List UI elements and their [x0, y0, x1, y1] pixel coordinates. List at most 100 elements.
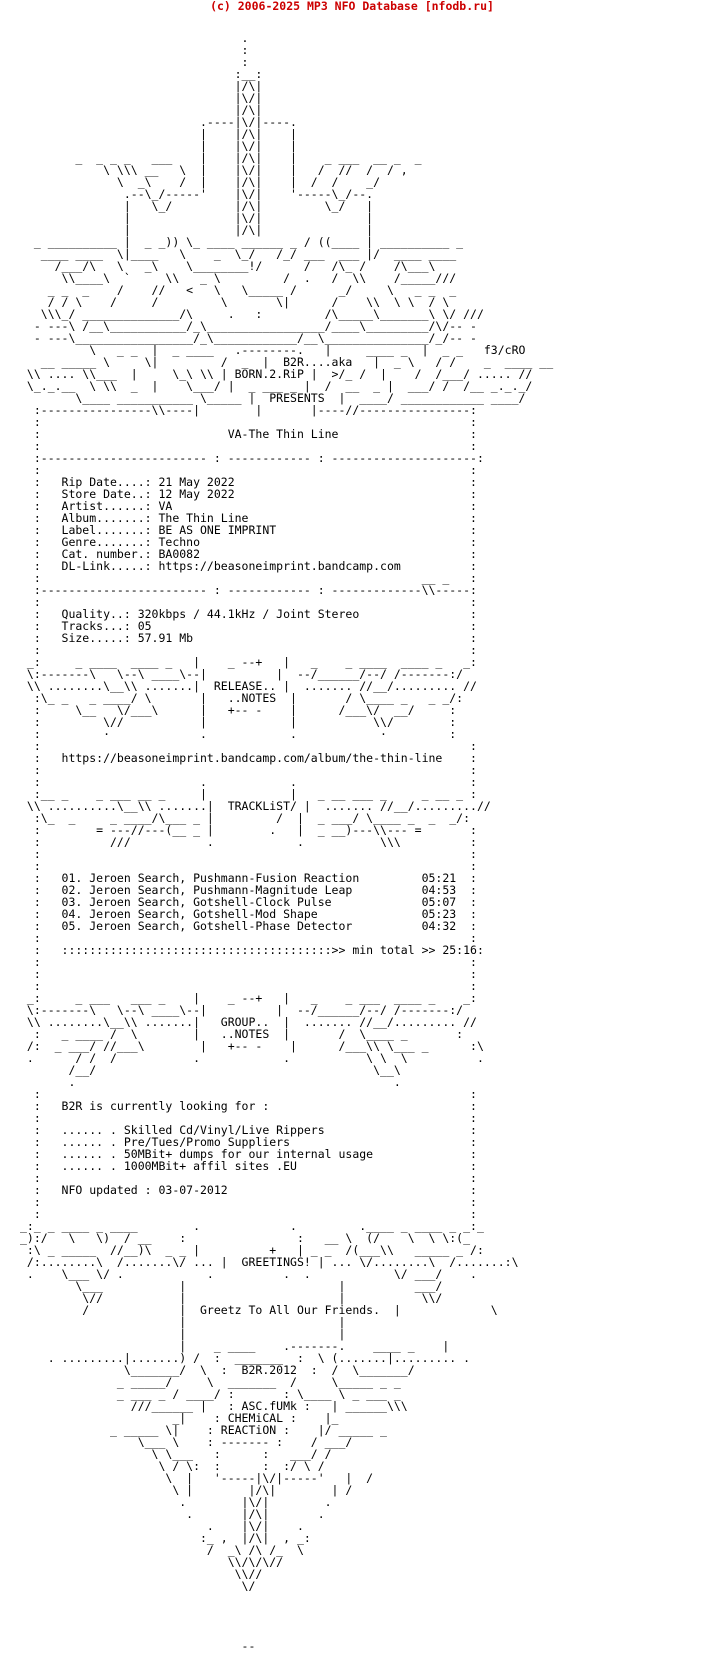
nfo-line: : 01. Jeroen Search, Pushmann-Fusion Rea…: [20, 871, 477, 885]
nfo-line: |/\|: [20, 103, 263, 117]
nfo-line: \\//: [20, 1567, 263, 1581]
nfo-line: \___ \ : ------- : / ___/: [20, 1435, 353, 1449]
nfo-line: : :: [20, 931, 477, 945]
nfo-line: : :: [20, 1171, 477, 1185]
nfo-line: \ \___ : : ___/ /: [20, 1447, 332, 1461]
nfo-line: __ _____ \ \| / _ | B2R....aka | _ \ / /…: [20, 355, 554, 369]
nfo-line: : :: [20, 967, 477, 981]
nfo-line: : 04. Jeroen Search, Gotshell-Mod Shape …: [20, 907, 477, 921]
nfo-line: _: _ ____ ____ _ | _ --+ | _ _ ____ ____…: [20, 655, 477, 669]
nfo-line: _| : CHEMiCAL : |_: [20, 1411, 339, 1425]
nfo-line: ____ ____ \|____ \ _ \_/ /_/ ___ ___ |/ …: [20, 247, 457, 261]
nfo-line: \_._.__ \ \\ _ | \___/ | _ ___ _ | / __ …: [20, 379, 533, 393]
nfo-line: : \__ \/___\ | +-- - | /___\/ __/ :: [20, 703, 457, 717]
nfo-line: : ...... . Pre/Tues/Promo Suppliers :: [20, 1135, 477, 1149]
nfo-line: \ | |/\| | /: [20, 1483, 353, 1497]
nfo-line: : ...... . 50MBit+ dumps for our interna…: [20, 1147, 477, 1161]
nfo-line: : :: [20, 1087, 477, 1101]
nfo-line: \:-------\ \--\ ____\--| | --/______/--/…: [20, 1003, 464, 1017]
nfo-line: [20, 1616, 553, 1628]
nfo-line: | _ ____ .-------. ____ _ |: [20, 1339, 450, 1353]
nfo-line: : :: [20, 595, 477, 609]
nfo-line: :: [20, 43, 249, 57]
nfo-line: - ---\_________________/_\____________/_…: [20, 331, 477, 345]
nfo-line: \ \\\ __ \ | |\/| | / // / / ,: [20, 163, 408, 177]
nfo-line: | \_/ |/\| \_/ |: [20, 199, 374, 213]
nfo-line: : _ ____ / \ | ..NOTES | / \____ _ :: [20, 1027, 464, 1041]
nfo-line: :\_ _ _ ____/\___ _ | / | _ ___/ \____ _…: [20, 811, 471, 825]
nfo-line: : :: [20, 763, 477, 777]
nfo-line: \\ .... \\___ | \_\ \\ | BORN.2.RiP | >/…: [20, 367, 533, 381]
nfo-line: _ __________ | _ _)) \_ ____ ______ _ / …: [20, 235, 464, 249]
nfo-line: / | Greetz To All Our Friends. | \: [20, 1303, 498, 1317]
nfo-line: : Genre.......: Techno :: [20, 535, 477, 549]
nfo-line: : :: [20, 979, 477, 993]
nfo-line: . / / / . . \ \ \ .: [20, 1051, 484, 1065]
nfo-line: /__/ \__\: [20, 1063, 401, 1077]
nfo-line: . .........|.......) / : _______ : \ (..…: [20, 1351, 471, 1365]
nfo-line: .--\_/-----' |\/| '-----\_/--.: [20, 187, 374, 201]
nfo-line: : \// | | \\/ :: [20, 715, 457, 729]
nfo-line: \:-------\ \--\ ____\--| | --/______/--/…: [20, 667, 464, 681]
nfo-line: : /// . . \\\ :: [20, 835, 477, 849]
nfo-line: : NFO updated : 03-07-2012 :: [20, 1183, 477, 1197]
nfo-line: _ _ _ _ ___ | |/\| | _ ___ __ _ _: [20, 151, 422, 165]
nfo-line: . |\/| .: [20, 1519, 304, 1533]
nfo-line: : 05. Jeroen Search, Gotshell-Phase Dete…: [20, 919, 477, 933]
nfo-line: \ _ _ | _ ____ .--------. | ____ _ | _ _…: [20, 343, 526, 357]
nfo-line: :: [20, 55, 249, 69]
nfo-line: :------------------------ : ------------…: [20, 583, 477, 597]
nfo-line: .: [20, 31, 249, 45]
nfo-line: / / \ / / \ \| / \\ \ \ / \: [20, 295, 450, 309]
nfo-line: : DL-Link.....: https://beasoneimprint.b…: [20, 559, 477, 573]
nfo-line: :\ _ _____ //__)\ _ _ | + | _ _ /(___\\ …: [20, 1243, 484, 1257]
nfo-line: : :: [20, 1207, 477, 1221]
nfo-line: :__ _ _ ___ __ _ | | _ __ ___ _ _ __ _ :: [20, 787, 477, 801]
nfo-line: : ...... . 1000MBit+ affil sites .EU :: [20, 1159, 477, 1173]
nfo-line: : . . :: [20, 775, 477, 789]
nfo-ascii-art-document: . : : :__: |/\| |\/|: [20, 32, 553, 1652]
nfo-line: :------------------------ : ------------…: [20, 451, 484, 465]
site-watermark-header: (c) 2006-2025 MP3 NFO Database [nfodb.ru…: [210, 0, 494, 13]
nfo-line: _):/ \ \) / __ : : __ \ (/ \ \ \:(_: [20, 1231, 471, 1245]
nfo-line: | |\/| |: [20, 139, 297, 153]
nfo-line: :\_ _ _ ____/ \ | ..NOTES | / \____ _ _ …: [20, 691, 464, 705]
nfo-line: . |/\| .: [20, 1507, 325, 1521]
nfo-line: | |/\| |: [20, 127, 297, 141]
nfo-line: [20, 1592, 553, 1604]
nfo-line: _ _____/ \ _______ / \_____ _ _: [20, 1375, 401, 1389]
nfo-line: : Artist......: VA :: [20, 499, 477, 513]
nfo-line: | |: [20, 1327, 346, 1341]
nfo-line: : ...... . Skilled Cd/Vinyl/Live Rippers…: [20, 1123, 477, 1137]
nfo-line: : :: [20, 643, 477, 657]
nfo-line: /:........\ /.......\/ ... | GREETINGS! …: [20, 1255, 519, 1269]
nfo-line: : · . . · :: [20, 727, 457, 741]
nfo-line: \_______/ \ : B2R.2012 : / \_______/: [20, 1363, 415, 1377]
nfo-line: : VA-The Thin Line :: [20, 427, 477, 441]
nfo-line: : :: [20, 1195, 477, 1209]
nfo-line: _ _ _ / // < \ \_____ / _/ \ _ _ _: [20, 283, 457, 297]
nfo-line: : __ _ :: [20, 571, 477, 585]
nfo-line: : :: [20, 439, 477, 453]
nfo-line: : Cat. number.: BA0082 :: [20, 547, 477, 561]
nfo-line: : https://beasoneimprint.bandcamp.com/al…: [20, 751, 477, 765]
nfo-line: _: _ ___ ___ _ | _ --+ | _ _ ___ ____ _ …: [20, 991, 477, 1005]
nfo-line: : = ---//---(__ _ | . | _ __)---\\--- = …: [20, 823, 477, 837]
nfo-line: \____ ___________ \_____ | PRESENTS | __…: [20, 391, 526, 405]
nfo-line: . \___ \/ . . . . \/ ___/ .: [20, 1267, 477, 1281]
nfo-line: \ _\ / | |/\| | / / _/: [20, 175, 381, 189]
nfo-line: :_ , |/\| , _:: [20, 1531, 311, 1545]
nfo-line: |\/|: [20, 91, 263, 105]
nfo-line: ///______ | : ASC.fUMk : | ______\\\: [20, 1399, 408, 1413]
nfo-line: : :: [20, 415, 477, 429]
nfo-line: \ / \: : : :/ \ /: [20, 1459, 325, 1473]
nfo-line: / _\ /\ /_ \: [20, 1543, 304, 1557]
nfo-line: : Rip Date....: 21 May 2022 :: [20, 475, 477, 489]
nfo-line: : :: [20, 847, 477, 861]
nfo-line: /: _ ___/ //___\ | +-- - | /___\\ \___ _…: [20, 1039, 484, 1053]
nfo-line: : 03. Jeroen Search, Gotshell-Clock Puls…: [20, 895, 477, 909]
nfo-line: : :: [20, 955, 477, 969]
nfo-line: \ | '-----|\/|-----' | /: [20, 1471, 374, 1485]
nfo-line: .----|\/|----.: [20, 115, 297, 129]
nfo-line: : :: [20, 463, 477, 477]
